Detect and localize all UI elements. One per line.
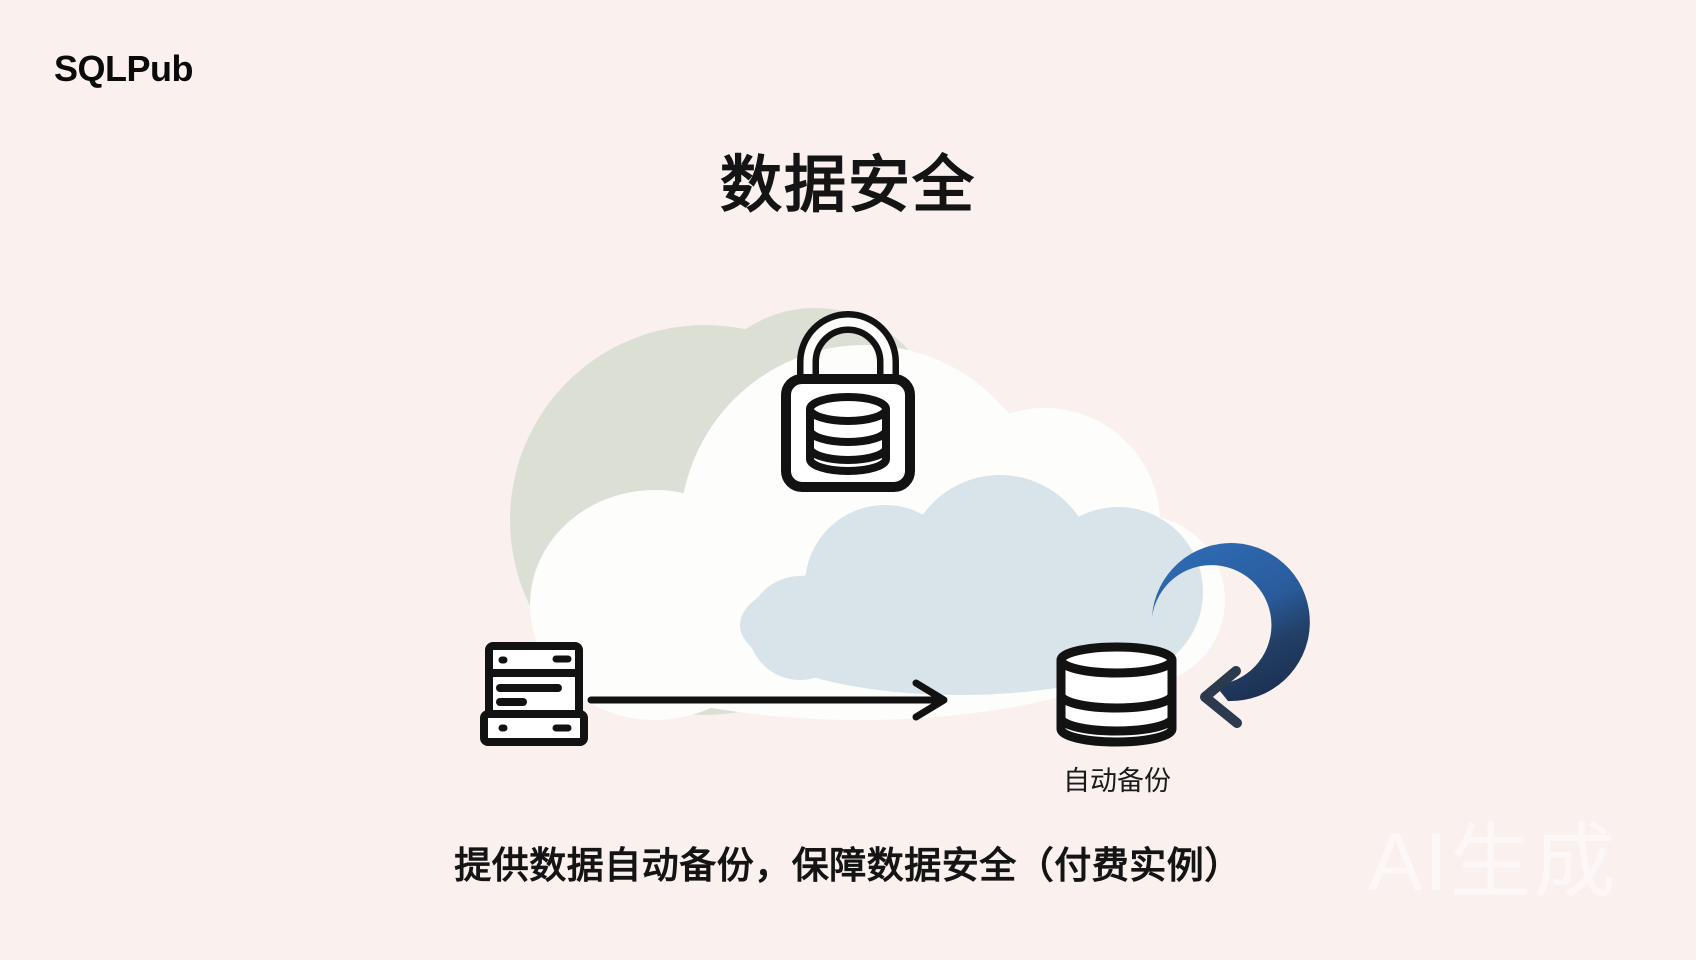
brand-logo: SQLPub xyxy=(54,48,194,89)
caption-text: 提供数据自动备份，保障数据安全（付费实例） xyxy=(454,845,1242,886)
cloud-blue-blob xyxy=(748,576,852,680)
page-title: 数据安全 xyxy=(719,151,976,220)
auto-backup-label: 自动备份 xyxy=(1063,766,1171,796)
